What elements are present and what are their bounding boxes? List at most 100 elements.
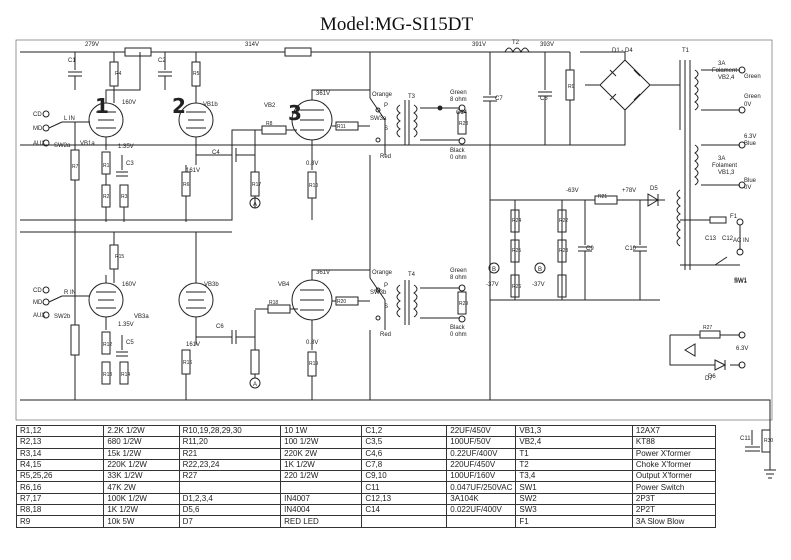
input-label: CD [33,288,42,294]
resistor-label: R21 [598,194,607,200]
bom-cell: VB2,4 [515,436,633,449]
tap-pin-label: P [384,283,388,289]
output-tap-label: 8 ohm [450,97,467,103]
capacitor-label: C10 [625,246,637,252]
bom-cell: KT88 [631,436,717,449]
ground-rail [20,399,771,440]
schematic-border [15,39,773,421]
resistor-label: R16 [183,360,192,366]
voltage-label: -63V [566,188,579,194]
rail-cap-c2 [158,52,172,90]
capacitor-label: C1 [68,58,76,64]
bom-cell: 100 1/2W [280,436,363,449]
tube-label: VB4 [278,282,290,288]
tap-pin-label: S [384,304,388,310]
input-label: MD [33,300,43,306]
voltage-label: 314V [245,42,259,48]
resistor-label: R12 [103,342,112,348]
bom-cell: R1,12 [15,424,105,438]
secondary-label: 0V [744,102,751,108]
switch-label: SW1 [734,278,748,284]
capacitor-label: C14 [456,110,468,116]
capacitor-label: C8 [540,96,548,102]
bom-cell: Power X'former [631,447,717,460]
resistor-label: R24 [512,218,521,224]
switch-sw3a [369,52,386,225]
bom-cell: 2.2K 1/2W [103,424,180,438]
tube-label: VB1a [80,141,95,147]
output-tap-label: Green [450,90,467,96]
secondary-label: Green [744,74,761,80]
sw1-label: SW1 [734,279,748,285]
resistor-label: R26 [512,284,521,290]
secondary-label: Folament [712,68,737,74]
fuse-f1 [709,216,727,224]
resistor-label: R19 [309,361,318,367]
power-switch [714,256,740,266]
marker-label: A [253,202,257,208]
bom-cell: Output X'former [631,470,717,483]
transformer-label: T3 [408,94,416,100]
bom-cell: C14 [361,504,448,517]
led-voltage-label: 6.3V [736,346,748,352]
bom-cell: C4,6 [361,447,448,460]
voltage-label: 160V [122,100,136,106]
switch-label: SW3b [370,290,387,296]
switch-label: SW2b [54,314,71,320]
bom-cell: 3A104K [446,492,517,506]
bom-cell [280,481,363,494]
voltage-label: 361V [316,91,330,97]
diode-label: D7 [705,376,713,382]
bom-cell: 100UF/160V [446,470,517,483]
resistor-label: R17 [252,182,261,188]
tap-pin-label: P [384,103,388,109]
bom-cell: D7 [178,515,282,528]
fuse-label: F1 [730,214,738,220]
secondary-label: Folament [712,163,737,169]
bom-cell: R9 [15,515,105,528]
resistor-label: R1 [103,163,110,169]
bom-cell: 22UF/450V [446,424,517,438]
stage-number: 1 [95,94,109,118]
bom-cell: R7,17 [15,492,105,506]
bom-cell: R4,15 [15,458,105,472]
chassis-cap [745,430,760,452]
secondary-label: 6.3V [744,134,756,140]
resistor-label: R11 [337,124,346,130]
bom-cell: 1K 1/2W [280,458,363,472]
output-tap-label: Orange [372,270,393,276]
bom-cell: R22,23,24 [178,458,282,472]
resistor-label: R10 [309,183,318,189]
input-switch-sw2b [48,295,90,303]
bom-cell: 10 1W [280,424,363,438]
bom-cell: C9,10 [361,470,448,483]
bom-cell [361,515,448,528]
diode-label: D5 [650,186,658,192]
output-tap-label: Black [450,325,466,331]
bom-cell: 47K 2W [103,481,180,494]
choke-t2 [504,47,530,54]
output-tap-label: 0 ohm [450,332,467,338]
voltage-label: 1.35V [118,144,134,150]
power-transformer-t1 [676,60,699,270]
resistor-label: R29 [459,301,468,307]
capacitor-label: C12 [722,236,734,242]
led-d7 [684,343,696,357]
stage-number: 2 [172,94,186,118]
diode-d5 [647,193,659,207]
bom-cell: IN4004 [280,504,363,517]
transformer-label: T1 [682,48,690,54]
resistor-r22 [594,195,618,205]
ac-input [680,219,741,266]
voltage-label: +78V [622,188,636,194]
secondary-label: Green [744,94,761,100]
resistor-label: R8 [266,121,273,127]
resistor-r27 [699,330,721,339]
diode-label: D1 - D4 [612,48,633,54]
secondary-label: 3A [718,156,725,162]
voltage-label: 161V [186,342,200,348]
